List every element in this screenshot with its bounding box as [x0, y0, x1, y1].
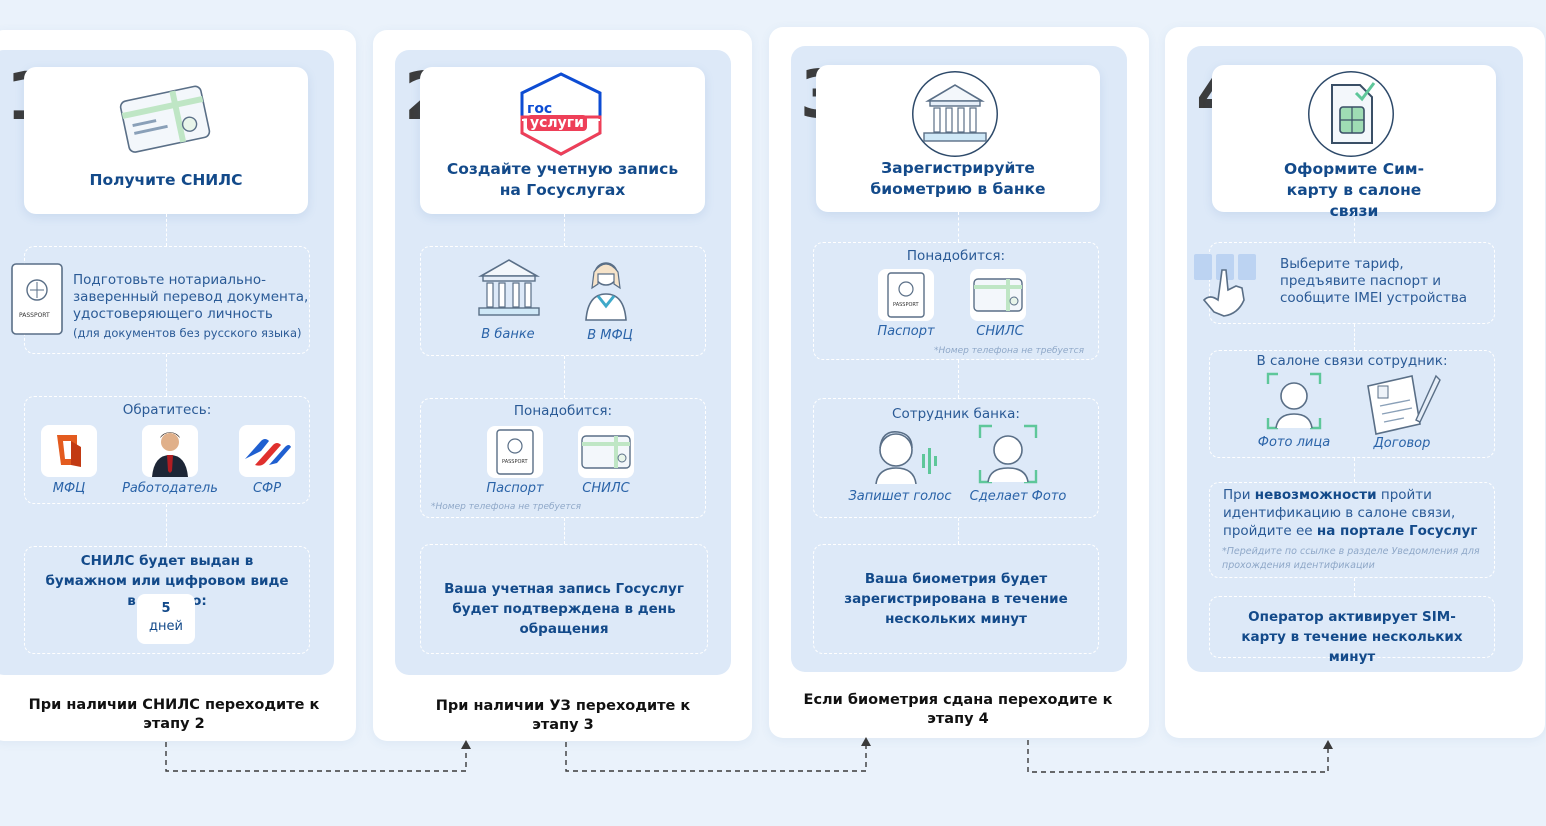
- connector-line: [1354, 578, 1355, 596]
- step-3-result-text: Ваша биометрия будет зарегистрирована в …: [844, 571, 1068, 627]
- connector-line: [958, 360, 959, 398]
- step-1-result-text: СНИЛС будет выдан в бумажном или цифрово…: [45, 553, 289, 609]
- voice-record-icon: [875, 431, 937, 484]
- passport-label: PASSPORT: [502, 459, 528, 465]
- connector-line: [166, 214, 167, 246]
- connector-line: [1354, 324, 1355, 350]
- step-1-prep-text: Подготовьте нотариально-заверенный перев…: [73, 272, 309, 322]
- step-2-result-text: Ваша учетная запись Госуслуг будет подтв…: [444, 581, 684, 637]
- face-photo-icon: [978, 424, 1038, 484]
- need-label-snils: СНИЛС: [582, 481, 630, 496]
- step-1-prep-note: (для документов без русского языка): [73, 326, 302, 340]
- connector-line: [564, 356, 565, 398]
- step-4-header: Оформите Сим-карту в салоне связи: [1212, 65, 1496, 220]
- days-badge: 5 дней: [137, 594, 195, 644]
- passport-icon: [487, 426, 543, 478]
- step-3-footer: Если биометрия сдана переходите к этапу …: [803, 692, 1113, 727]
- step-4-tariff-text: Выберите тариф, предъявите паспорт и соо…: [1280, 256, 1468, 306]
- phone-not-required-note: *Номер телефона не требуется: [431, 502, 581, 512]
- step-1-result-box: [24, 546, 310, 654]
- step-4-fallback-text: При невозможности пройти идентификацию в…: [1223, 486, 1489, 540]
- place-label-mfc: В МФЦ: [587, 328, 633, 343]
- step-4-tariff-box: [1209, 242, 1495, 324]
- fallback-bold-portal: на портале Госуслуг: [1316, 523, 1478, 539]
- action-label-contract: Договор: [1373, 436, 1431, 451]
- action-label-photo: Сделает Фото: [969, 489, 1067, 504]
- passport-label: PASSPORT: [893, 302, 919, 308]
- step-3-need-title: Понадобится:: [906, 248, 1006, 264]
- fallback-mid: пройти идентификацию в салоне связи, про…: [1223, 487, 1456, 539]
- step-4-fallback-box: [1209, 482, 1495, 578]
- connector-line: [1354, 458, 1355, 482]
- sim-icon-circle: [1308, 71, 1394, 157]
- step-4-result-box: [1209, 596, 1495, 658]
- bank-icon-circle: [912, 71, 998, 157]
- step-3-header: Зарегистрируйте биометрию в банке: [816, 65, 1100, 212]
- passport-label: PASSPORT: [19, 312, 50, 319]
- action-label-photo: Фото лица: [1257, 435, 1331, 450]
- step-2-title: Создайте учетную запись на Госуслугах: [446, 160, 679, 199]
- connector-line: [958, 518, 959, 544]
- step-2-footer: При наличии УЗ переходите к этапу 3: [435, 698, 691, 733]
- need-label-passport: Паспорт: [877, 324, 935, 339]
- sfr-logo-icon: [239, 425, 295, 477]
- step-1-title: Получите СНИЛС: [89, 171, 243, 189]
- contact-label-mfc: МФЦ: [52, 481, 86, 496]
- employer-icon: [142, 425, 198, 477]
- passport-icon: [878, 269, 934, 321]
- bank-building-icon: [477, 259, 541, 316]
- contact-label-sfr: СФР: [252, 481, 282, 496]
- step-1-header: Получите СНИЛС: [24, 67, 308, 214]
- step-4-title: Оформите Сим-карту в салоне связи: [1283, 160, 1425, 220]
- phone-not-required-note: *Номер телефона не требуется: [934, 346, 1084, 356]
- need-label-passport: Паспорт: [486, 481, 544, 496]
- step-1-contacts-box: [24, 396, 310, 504]
- connector-line: [166, 354, 167, 396]
- connector-line: [564, 518, 565, 544]
- face-photo-icon: [1266, 372, 1322, 430]
- step-2-places-box: [420, 246, 706, 356]
- gosuslugi-logo-bottom: услуги: [527, 115, 587, 131]
- step-2-result-box: [420, 544, 708, 654]
- snils-card-icon: [119, 85, 211, 153]
- gosuslugi-logo-top: гос: [527, 101, 553, 117]
- sim-card-icon: [1331, 82, 1376, 144]
- step-2-needs-box: [420, 398, 706, 518]
- step-3-staff-box: [813, 398, 1099, 518]
- step-2-header: гос услуги Создайте учетную запись на Го…: [420, 67, 705, 214]
- step-1-footer: При наличии СНИЛС переходите к этапу 2: [28, 697, 320, 732]
- mfc-clerk-icon: [585, 262, 627, 321]
- contract-sign-icon: [1367, 374, 1441, 435]
- place-label-bank: В банке: [481, 327, 535, 342]
- days-unit: дней: [149, 619, 183, 634]
- step-3-title: Зарегистрируйте биометрию в банке: [870, 159, 1046, 198]
- connector-line: [564, 214, 565, 246]
- step-3-needs-box: [813, 242, 1099, 360]
- step-1-contact-title: Обратитесь:: [122, 402, 212, 418]
- connector-line: [1354, 212, 1355, 242]
- snils-card-icon: [970, 269, 1026, 321]
- days-value: 5: [161, 601, 171, 616]
- step-4-staff-title: В салоне связи сотрудник:: [1256, 353, 1448, 369]
- fallback-pre: При: [1223, 487, 1255, 503]
- step-4-result-text: Оператор активирует SIM-карту в течение …: [1241, 609, 1463, 665]
- touch-choose-icon: [1194, 254, 1256, 317]
- connector-line: [166, 504, 167, 546]
- passport-icon: [11, 263, 63, 335]
- need-label-snils: СНИЛС: [976, 324, 1024, 339]
- step-4-fallback-note: *Перейдите по ссылке в разделе Уведомлен…: [1222, 546, 1480, 571]
- step-3-result-box: [813, 544, 1099, 654]
- fallback-bold-impossible: невозможности: [1254, 487, 1377, 503]
- bank-building-icon: [923, 84, 987, 142]
- connector-line: [958, 212, 959, 242]
- step-4-staff-box: [1209, 350, 1495, 458]
- action-label-voice: Запишет голос: [848, 489, 952, 504]
- step-3-staff-title: Сотрудник банка:: [892, 406, 1020, 422]
- mfc-logo-icon: [41, 425, 97, 477]
- step-2-need-title: Понадобится:: [513, 403, 613, 419]
- contact-label-employer: Работодатель: [122, 481, 218, 496]
- snils-card-icon: [578, 426, 634, 478]
